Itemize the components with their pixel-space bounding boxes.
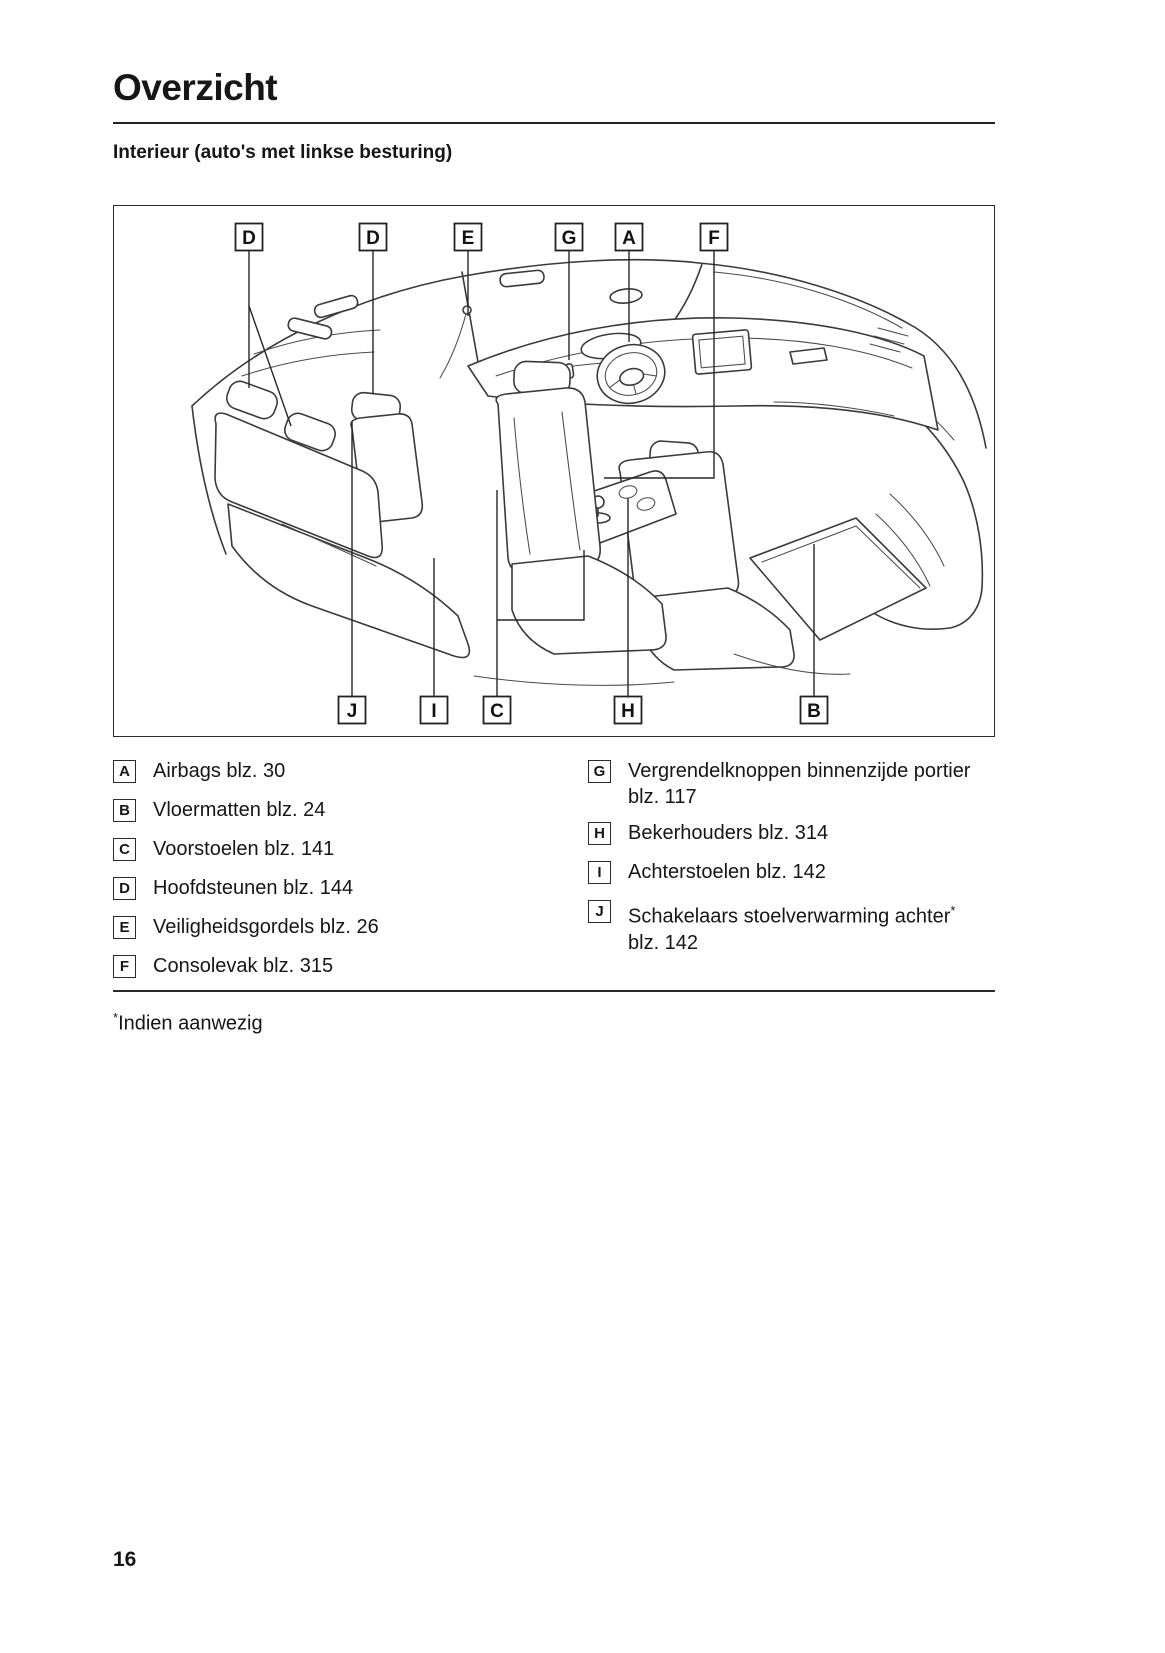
interior-diagram-frame: D D E G A F J I [113, 205, 995, 737]
legend-text: Hoofdsteunen blz. 144 [153, 877, 354, 899]
legend-text: Voorstoelen blz. 141 [153, 838, 335, 860]
svg-text:F: F [708, 228, 720, 249]
legend-item-voorstoelen: C Voorstoelen blz. 141 [113, 836, 588, 865]
legend-text-line2: blz. 142 [628, 931, 699, 954]
legend-item-consolevak: F Consolevak blz. 315 [113, 953, 588, 982]
legend-key-i: I [588, 861, 611, 884]
svg-text:B: B [807, 701, 821, 722]
legend-key-b: B [113, 799, 136, 822]
legend-item-veiligheidsgordels: E Veiligheidsgordels blz. 26 [113, 914, 588, 943]
grab-handle [499, 269, 545, 288]
legend-key-d: D [113, 877, 136, 900]
diagram-label-c: C [482, 695, 512, 725]
legend-item-hoofdsteunen: D Hoofdsteunen blz. 144 [113, 875, 588, 904]
svg-text:D: D [242, 228, 256, 249]
svg-text:A: A [622, 228, 636, 249]
svg-text:E: E [462, 228, 475, 249]
legend-text: Consolevak blz. 315 [153, 955, 334, 977]
touchscreen [691, 329, 753, 375]
svg-text:I: I [431, 701, 436, 722]
legend-column-left: A Airbags blz. 30 B Vloermatten blz. 24 … [113, 758, 588, 992]
rear-left-door [241, 317, 381, 377]
legend-key-e: E [113, 916, 136, 939]
legend-text-main: Schakelaars stoelverwarming achter [628, 905, 951, 928]
legend-text: Vloermatten blz. 24 [153, 799, 326, 821]
steering-wheel [596, 343, 666, 405]
footnote-text: Indien aanwezig [118, 1012, 263, 1035]
legend-text: Airbags blz. 30 [153, 760, 286, 782]
grab-handle [313, 294, 359, 319]
legend-item-stoelverwarming: J Schakelaars stoelverwarming achter* blz… [588, 898, 995, 956]
leader-lines [248, 250, 815, 696]
legend-item-achterstoelen: I Achterstoelen blz. 142 [588, 859, 995, 888]
diagram-label-h: H [613, 695, 643, 725]
diagram-label-g: G [554, 222, 584, 252]
legend-key-j: J [588, 900, 611, 923]
rear-bench-seat [214, 380, 471, 659]
legend-key-g: G [588, 760, 611, 783]
diagram-label-d1: D [234, 222, 264, 252]
svg-text:G: G [562, 228, 577, 249]
b-pillar-seatbelt [439, 271, 479, 379]
rear-headrest [226, 380, 278, 420]
seatbelt-anchor [462, 305, 472, 315]
diagram-label-e: E [453, 222, 483, 252]
footnote-marker: * [113, 1010, 119, 1025]
cup-holder [618, 485, 638, 499]
legend-key-f: F [113, 955, 136, 978]
legend-item-airbags: A Airbags blz. 30 [113, 758, 588, 787]
svg-text:H: H [621, 701, 635, 722]
interior-diagram: D D E G A F J I [191, 222, 987, 725]
floor-lines [473, 653, 851, 686]
diagram-label-j: J [337, 695, 367, 725]
rear-headrest [284, 412, 336, 452]
legend-key-h: H [588, 822, 611, 845]
svg-text:D: D [366, 228, 380, 249]
legend-text: Veiligheidsgordels blz. 26 [153, 916, 379, 938]
legend-text: Vergrendelknoppen binnenzijde portier bl… [628, 760, 971, 808]
legend-key-c: C [113, 838, 136, 861]
diagram-label-d2: D [358, 222, 388, 252]
legend: A Airbags blz. 30 B Vloermatten blz. 24 … [113, 758, 995, 992]
diagram-label-i: I [419, 695, 449, 725]
page-title: Overzicht [113, 66, 278, 108]
diagram-label-f: F [699, 222, 729, 252]
page-number: 16 [113, 1548, 137, 1571]
dash-vent [789, 347, 828, 365]
title-rule [113, 122, 995, 124]
legend-rule [113, 990, 995, 992]
diagram-label-a: A [614, 222, 644, 252]
legend-text: Bekerhouders blz. 314 [628, 822, 829, 844]
footnote-marker: * [950, 903, 956, 918]
floor-mat [749, 517, 927, 641]
svg-text:J: J [347, 701, 358, 722]
legend-key-a: A [113, 760, 136, 783]
legend-item-vergrendelknoppen: G Vergrendelknoppen binnenzijde portier … [588, 758, 995, 810]
legend-text: Achterstoelen blz. 142 [628, 861, 826, 883]
section-heading: Interieur (auto's met linkse besturing) [113, 142, 453, 163]
legend-item-bekerhouders: H Bekerhouders blz. 314 [588, 820, 995, 849]
legend-column-right: G Vergrendelknoppen binnenzijde portier … [588, 758, 995, 992]
legend-text: Schakelaars stoelverwarming achter* blz. … [628, 898, 955, 956]
cup-holder [636, 497, 656, 511]
legend-item-vloermatten: B Vloermatten blz. 24 [113, 797, 588, 826]
diagram-label-b: B [799, 695, 829, 725]
rearview-mirror [609, 288, 643, 304]
door-pull-handle [287, 317, 333, 340]
svg-text:C: C [490, 701, 504, 722]
footnote: *Indien aanwezig [113, 1010, 263, 1036]
